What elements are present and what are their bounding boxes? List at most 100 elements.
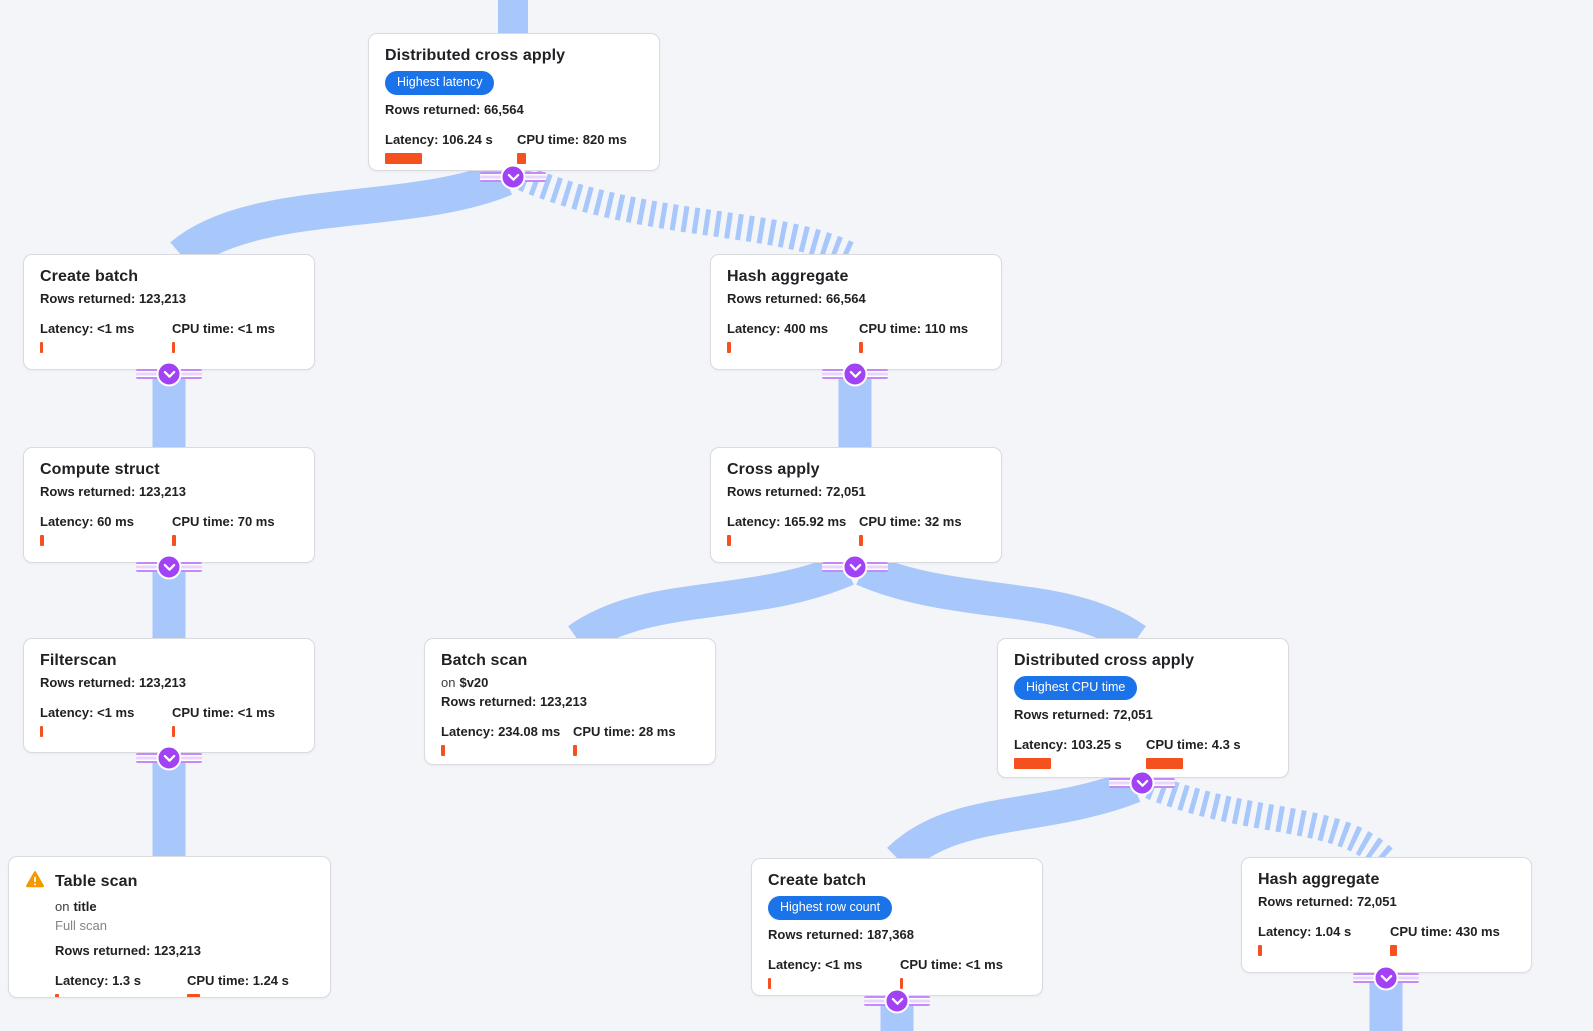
plan-node-compute-struct[interactable]: Compute struct Rows returned: 123,213 La… xyxy=(23,447,315,563)
node-title: Batch scan xyxy=(441,652,528,669)
expand-collapse-button[interactable] xyxy=(134,554,204,580)
expand-collapse-button[interactable] xyxy=(134,361,204,387)
rows-returned: Rows returned: 66,564 xyxy=(385,101,524,117)
rows-returned: Rows returned: 72,051 xyxy=(727,484,866,499)
cpu-time-label: CPU time: <1 ms xyxy=(172,705,275,720)
latency-label: Latency: 103.25 s xyxy=(1014,736,1122,752)
cpu-time-label: CPU time: 110 ms xyxy=(859,321,969,336)
chevron-down-icon xyxy=(156,554,182,580)
latency-label: Latency: 1.3 s xyxy=(55,973,141,988)
expand-collapse-button[interactable] xyxy=(820,361,890,387)
latency-bar xyxy=(1014,757,1051,769)
cpu-time-label: CPU time: 32 ms xyxy=(859,514,962,529)
chevron-down-icon xyxy=(1129,770,1155,796)
rows-returned: Rows returned: 72,051 xyxy=(1258,894,1397,909)
expand-collapse-button[interactable] xyxy=(478,164,548,190)
expand-collapse-button[interactable] xyxy=(134,745,204,771)
expand-collapse-button[interactable] xyxy=(1107,770,1177,796)
chevron-down-icon xyxy=(1373,965,1399,991)
rows-returned: Rows returned: 123,213 xyxy=(441,694,587,709)
cpu-time-bar xyxy=(573,745,577,756)
rows-returned: Rows returned: 123,213 xyxy=(55,943,201,958)
rows-returned: Rows returned: 123,213 xyxy=(40,675,186,690)
plan-node-distributed-cross-apply-root[interactable]: Distributed cross apply Highest latency … xyxy=(368,33,660,171)
plan-node-hash-aggregate-2[interactable]: Hash aggregate Rows returned: 72,051 Lat… xyxy=(1241,857,1532,973)
latency-bar xyxy=(385,152,422,164)
node-title: Hash aggregate xyxy=(1258,871,1380,888)
latency-bar xyxy=(768,977,771,989)
latency-bar xyxy=(55,994,59,997)
plan-edge xyxy=(856,553,1146,655)
cpu-time-bar xyxy=(859,535,863,546)
chevron-down-icon xyxy=(500,164,526,190)
latency-bar xyxy=(727,535,731,546)
rows-returned: Rows returned: 66,564 xyxy=(727,291,866,306)
chevron-down-icon xyxy=(156,745,182,771)
cpu-time-label: CPU time: 820 ms xyxy=(517,131,627,147)
highest-cpu-time-badge: Highest CPU time xyxy=(1014,676,1138,700)
latency-bar xyxy=(40,535,44,546)
plan-node-filterscan[interactable]: Filterscan Rows returned: 123,213 Latenc… xyxy=(23,638,315,753)
chevron-down-icon xyxy=(842,361,868,387)
latency-label: Latency: 1.04 s xyxy=(1258,924,1352,939)
node-title: Filterscan xyxy=(40,652,117,669)
chevron-down-icon xyxy=(884,988,910,1014)
node-title: Create batch xyxy=(40,268,139,285)
scan-target: on$v20 xyxy=(441,675,489,690)
cpu-time-bar xyxy=(1146,757,1183,769)
cpu-time-label: CPU time: 4.3 s xyxy=(1146,736,1241,752)
latency-label: Latency: 234.08 ms xyxy=(441,724,561,739)
plan-node-create-batch[interactable]: Create batch Rows returned: 123,213 Late… xyxy=(23,254,315,370)
latency-bar xyxy=(727,342,731,353)
node-title: Hash aggregate xyxy=(727,268,849,285)
latency-bar xyxy=(40,342,43,353)
highest-row-count-badge: Highest row count xyxy=(768,896,893,920)
latency-label: Latency: 106.24 s xyxy=(385,131,493,147)
latency-bar xyxy=(40,726,43,737)
highest-latency-badge: Highest latency xyxy=(385,71,495,95)
cpu-time-bar xyxy=(517,152,526,164)
plan-edge xyxy=(568,553,854,655)
node-title: Compute struct xyxy=(40,461,160,478)
plan-node-hash-aggregate[interactable]: Hash aggregate Rows returned: 66,564 Lat… xyxy=(710,254,1002,370)
cpu-time-label: CPU time: 430 ms xyxy=(1390,924,1500,939)
chevron-down-icon xyxy=(156,361,182,387)
plan-edge-remote xyxy=(1145,773,1395,870)
expand-collapse-button[interactable] xyxy=(820,554,890,580)
plan-node-cross-apply[interactable]: Cross apply Rows returned: 72,051 Latenc… xyxy=(710,447,1002,563)
cpu-time-label: CPU time: 28 ms xyxy=(573,724,676,739)
cpu-time-label: CPU time: <1 ms xyxy=(900,956,1003,972)
cpu-time-bar xyxy=(172,726,175,737)
cpu-time-bar xyxy=(172,342,175,353)
node-title: Table scan xyxy=(55,872,138,890)
cpu-time-bar xyxy=(900,977,903,989)
expand-collapse-button[interactable] xyxy=(1351,965,1421,991)
rows-returned: Rows returned: 123,213 xyxy=(40,484,186,499)
latency-label: Latency: <1 ms xyxy=(40,705,135,720)
cpu-time-label: CPU time: 70 ms xyxy=(172,514,275,529)
latency-label: Latency: <1 ms xyxy=(40,321,135,336)
plan-edge xyxy=(887,770,1141,873)
plan-node-create-batch-2[interactable]: Create batch Highest row count Rows retu… xyxy=(751,858,1043,996)
plan-node-distributed-cross-apply-2[interactable]: Distributed cross apply Highest CPU time… xyxy=(997,638,1289,778)
cpu-time-bar xyxy=(859,342,863,353)
plan-edge xyxy=(170,161,512,271)
node-title: Distributed cross apply xyxy=(1014,652,1195,669)
plan-node-batch-scan[interactable]: Batch scan on$v20 Rows returned: 123,213… xyxy=(424,638,716,765)
full-scan-note: Full scan xyxy=(55,918,108,933)
plan-edge-remote xyxy=(518,165,858,268)
warning-icon xyxy=(26,871,44,888)
latency-bar xyxy=(1258,945,1262,956)
latency-label: Latency: 60 ms xyxy=(40,514,134,529)
cpu-time-bar xyxy=(1390,945,1397,956)
cpu-time-bar xyxy=(172,535,176,546)
latency-label: Latency: 165.92 ms xyxy=(727,514,847,529)
latency-label: Latency: <1 ms xyxy=(768,956,863,972)
expand-collapse-button[interactable] xyxy=(862,988,932,1014)
cpu-time-label: CPU time: <1 ms xyxy=(172,321,275,336)
cpu-time-label: CPU time: 1.24 s xyxy=(187,973,289,988)
cpu-time-bar xyxy=(187,994,200,997)
